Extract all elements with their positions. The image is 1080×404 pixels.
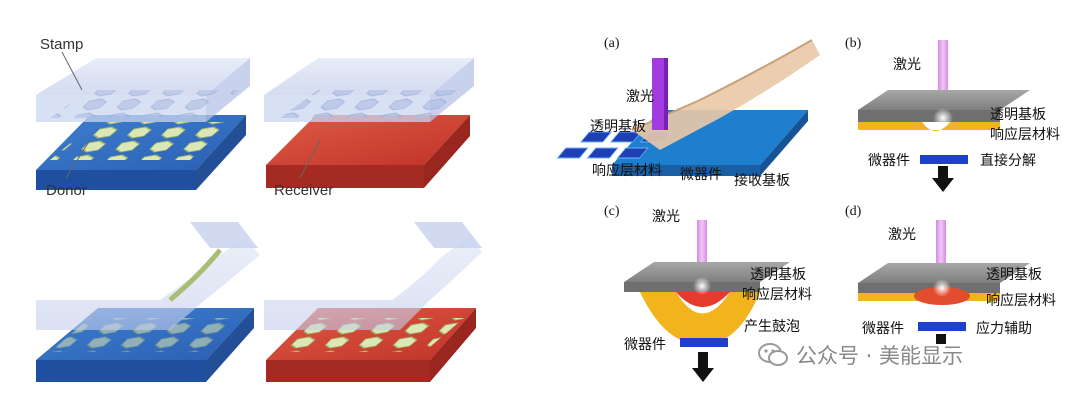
panel-b bbox=[858, 40, 1030, 192]
b-direct-decomposition-label: 直接分解 bbox=[980, 153, 1036, 169]
d-micro-device-label: 微器件 bbox=[862, 321, 904, 337]
donor-leader-line bbox=[65, 139, 91, 179]
panel-b-tag: (b) bbox=[845, 36, 862, 51]
c-response-layer-label: 响应层材料 bbox=[742, 287, 812, 303]
b-response-layer-label: 响应层材料 bbox=[990, 127, 1060, 143]
panel-d bbox=[858, 220, 1030, 344]
panel-c-tag: (c) bbox=[604, 204, 620, 219]
panel-print-receiver bbox=[264, 222, 482, 382]
d-laser-label: 激光 bbox=[888, 227, 916, 243]
d-stress-assist-label: 应力辅助 bbox=[976, 321, 1032, 337]
d-response-layer-label: 响应层材料 bbox=[986, 293, 1056, 309]
panel-stamp-over-donor bbox=[36, 58, 250, 190]
c-laser-label: 激光 bbox=[652, 209, 680, 225]
panel-a-tag: (a) bbox=[604, 36, 620, 51]
c-bubble-label: 产生鼓泡 bbox=[744, 319, 800, 335]
watermark: 公众号 · 美能显示 bbox=[758, 338, 963, 372]
receiver-label: Receiver bbox=[274, 182, 334, 199]
stamp-label: Stamp bbox=[40, 36, 84, 53]
a-laser-label: 激光 bbox=[626, 89, 654, 105]
watermark-text: 公众号 · 美能显示 bbox=[796, 344, 964, 368]
a-micro-device-label: 微器件 bbox=[680, 167, 722, 183]
a-receiver-substrate-label: 接收基板 bbox=[734, 173, 790, 189]
a-transparent-substrate-label: 透明基板 bbox=[590, 119, 646, 135]
d-transparent-substrate-label: 透明基板 bbox=[986, 267, 1042, 283]
b-transparent-substrate-label: 透明基板 bbox=[990, 107, 1046, 123]
donor-label: Donor bbox=[46, 182, 87, 199]
stamp-leader-line bbox=[61, 51, 83, 91]
b-micro-device-label: 微器件 bbox=[868, 153, 910, 169]
panel-peel-donor bbox=[36, 222, 260, 382]
wechat-icon bbox=[758, 343, 788, 366]
c-transparent-substrate-label: 透明基板 bbox=[750, 267, 806, 283]
b-laser-label: 激光 bbox=[893, 57, 921, 73]
panel-stamp-over-receiver bbox=[264, 58, 474, 188]
panel-c bbox=[624, 220, 790, 382]
c-micro-device-label: 微器件 bbox=[624, 337, 666, 353]
panel-a bbox=[556, 39, 820, 176]
panel-d-tag: (d) bbox=[845, 204, 862, 219]
receiver-leader-line bbox=[299, 139, 321, 179]
a-response-layer-label: 响应层材料 bbox=[592, 163, 662, 179]
